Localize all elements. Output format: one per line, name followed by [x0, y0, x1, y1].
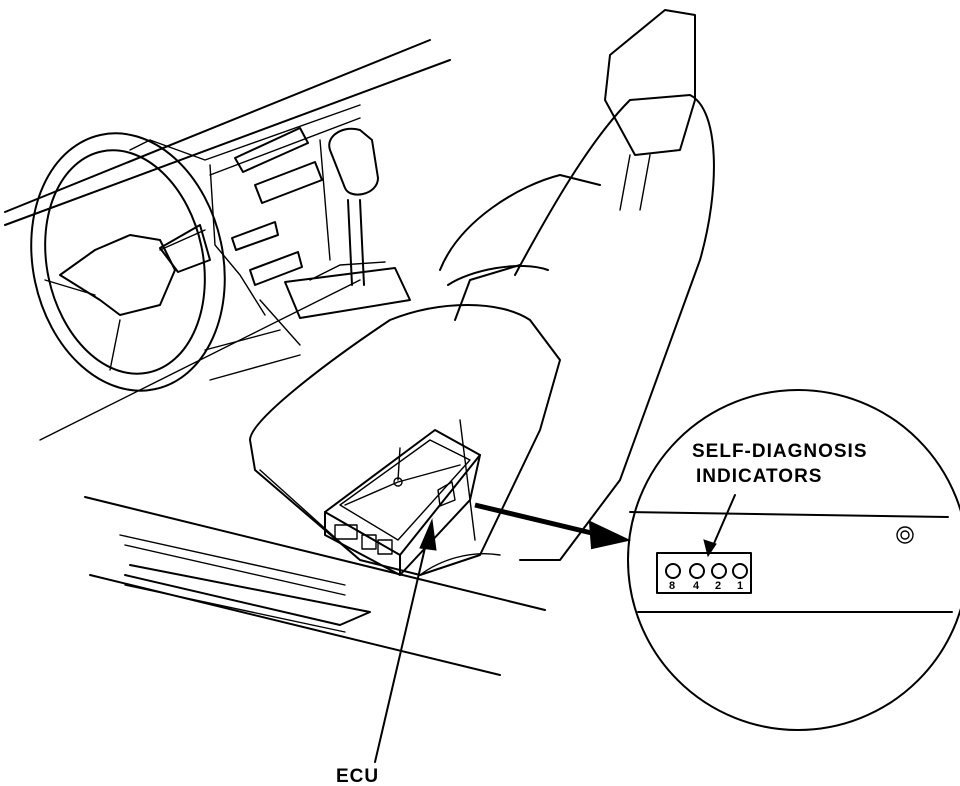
indicator-led-label: 8: [669, 580, 675, 592]
inset-magnifier: 8 4 2 1: [627, 389, 960, 731]
indicator-led-label: 2: [715, 580, 721, 592]
indicator-led-8: [665, 563, 681, 579]
dashboard: [4, 39, 451, 441]
indicator-led-1: [732, 563, 748, 579]
callout-arrow-head: [588, 520, 632, 550]
indicators-label-line1: SELF-DIAGNOSIS: [692, 441, 868, 462]
door-sill: [84, 496, 546, 676]
indicator-led-label: 1: [737, 580, 743, 592]
indicator-panel: [656, 552, 752, 594]
gear-shift: [284, 127, 411, 319]
indicator-led-2: [711, 563, 727, 579]
ecu-leader-arrow-head: [419, 518, 437, 551]
indicators-label-line2: INDICATORS: [696, 466, 822, 487]
seat: [249, 9, 715, 576]
ecu-label: ECU: [336, 766, 379, 786]
steering-wheel: [30, 132, 226, 392]
ecu-leader-arrow: [374, 534, 429, 763]
indicator-led-4: [689, 563, 705, 579]
callout-arrow: [474, 502, 601, 538]
indicator-led-label: 4: [693, 580, 700, 592]
ecu-unit: [324, 429, 481, 576]
